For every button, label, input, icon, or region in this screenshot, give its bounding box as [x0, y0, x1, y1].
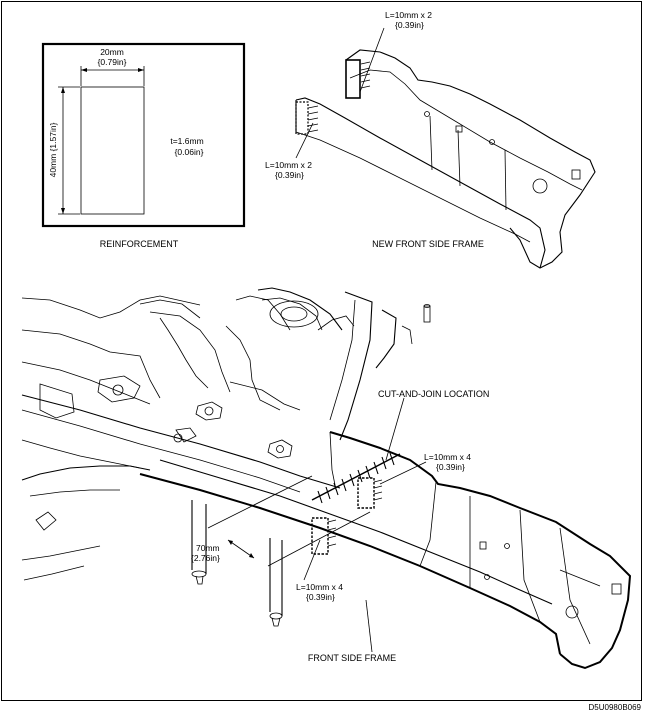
weld-bottom-label: L=10mm x 4: [296, 582, 343, 592]
width-label-in: {0.79in}: [98, 57, 127, 67]
weld-right-label: L=10mm x 4: [424, 452, 471, 462]
dim-70mm-line: [227, 539, 255, 559]
weld-zone-right: [357, 477, 375, 509]
reinforcement-plate: [80, 86, 145, 215]
new-frame-weld-side-label: L=10mm x 2: [265, 160, 312, 170]
front-side-frame-caption: FRONT SIDE FRAME: [308, 653, 396, 663]
thickness-label: t=1.6mm: [170, 136, 203, 146]
front-side-frame-assembly: CUT-AND-JOIN LOCATION L=10mm x 4 {0.39in…: [21, 287, 632, 670]
weld-bottom-label-in: {0.39in}: [306, 592, 335, 602]
dim-70mm-label: 70mm: [196, 543, 220, 553]
dim-70mm-label-in: {2.76in}: [191, 553, 220, 563]
weld-zone-bottom: [311, 517, 329, 555]
reinforcement-caption: REINFORCEMENT: [100, 239, 179, 249]
weld-right-label-in: {0.39in}: [436, 462, 465, 472]
height-label: 40mm {1.57in}: [48, 122, 58, 177]
new-frame-weld-side-label-in: {0.39in}: [275, 170, 304, 180]
thickness-label-in: {0.06in}: [175, 147, 204, 157]
cut-and-join-label: CUT-AND-JOIN LOCATION: [378, 389, 489, 399]
reinforcement-inset: 20mm {0.79in} 40mm {1.57in} t=1.6mm {0.0…: [41, 42, 246, 249]
figure-frame: [1, 1, 642, 701]
reinforcement-box: [41, 42, 246, 228]
new-frame-weld-top-label: L=10mm x 2: [385, 10, 432, 20]
width-label: 20mm: [100, 47, 124, 57]
new-frame-weld-top-label-in: {0.39in}: [395, 20, 424, 30]
new-front-side-frame-drawing: L=10mm x 2 {0.39in} L=10mm x 2 {0.39in} …: [265, 10, 596, 269]
new-frame-caption: NEW FRONT SIDE FRAME: [372, 239, 484, 249]
figure-code: D5U0980B069: [588, 703, 641, 712]
